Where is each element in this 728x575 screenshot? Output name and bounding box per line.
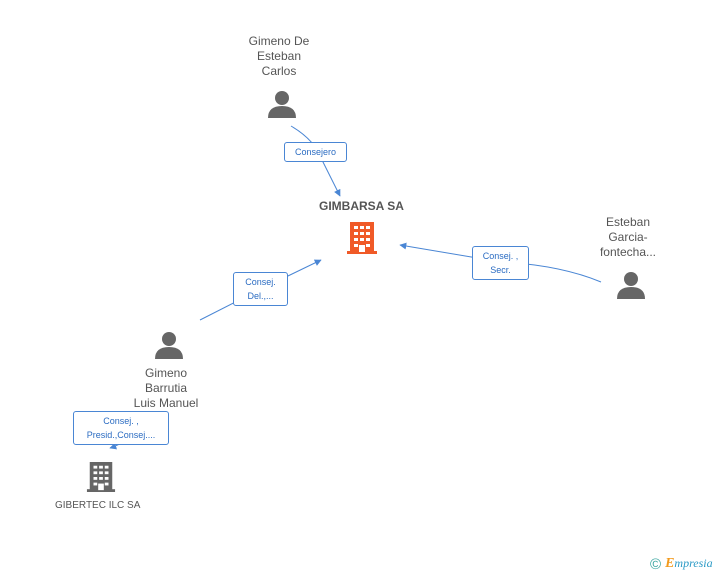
relation-line: Consej. [245, 277, 276, 287]
relation-box-consejero[interactable]: Consejero [284, 142, 347, 162]
name-line: Gimeno De [248, 34, 310, 48]
brand-name: mpresia [674, 556, 713, 570]
relation-line: Consej. , [482, 251, 519, 261]
person-icon[interactable] [267, 89, 297, 124]
relation-box-secretario[interactable]: Consej. , Secr. [472, 246, 529, 280]
name-line: Gimeno [144, 366, 188, 380]
person-icon[interactable] [154, 330, 184, 365]
name-line: fontecha... [599, 245, 657, 259]
name-line: Esteban [605, 215, 651, 229]
main-company-label[interactable]: GIMBARSA SA [319, 199, 404, 213]
building-icon[interactable] [346, 221, 378, 260]
relation-line: Presid.,Consej.... [86, 430, 156, 440]
relation-box-presidente[interactable]: Consej. , Presid.,Consej.... [73, 411, 169, 445]
relation-line: Consejero [294, 147, 337, 157]
name-line: Esteban [256, 49, 302, 63]
person-icon[interactable] [616, 270, 646, 305]
name-line: Luis Manuel [133, 396, 199, 410]
relation-line: Consej. , [103, 416, 139, 426]
brand-footer: © Empresia [650, 555, 713, 573]
name-line: Carlos [261, 64, 297, 78]
relation-box-consejero-delegado[interactable]: Consej. Del.,... [233, 272, 288, 306]
relation-line: Secr. [490, 265, 511, 275]
company-label-gibertec[interactable]: GIBERTEC ILC SA [55, 500, 141, 511]
person-label-gimeno-barrutia[interactable]: Gimeno Barrutia Luis Manuel [116, 366, 216, 411]
brand-logo: Empresia [665, 556, 713, 572]
person-label-gimeno-de-esteban[interactable]: Gimeno De Esteban Carlos [229, 34, 329, 79]
building-icon[interactable] [86, 460, 116, 499]
relation-line: Del.,... [247, 291, 274, 301]
name-line: Barrutia [144, 381, 188, 395]
name-line: Garcia- [608, 230, 648, 244]
brand-initial: E [665, 556, 675, 571]
copyright-icon: © [650, 555, 662, 573]
person-label-esteban-garcia[interactable]: Esteban Garcia- fontecha... [578, 215, 678, 260]
